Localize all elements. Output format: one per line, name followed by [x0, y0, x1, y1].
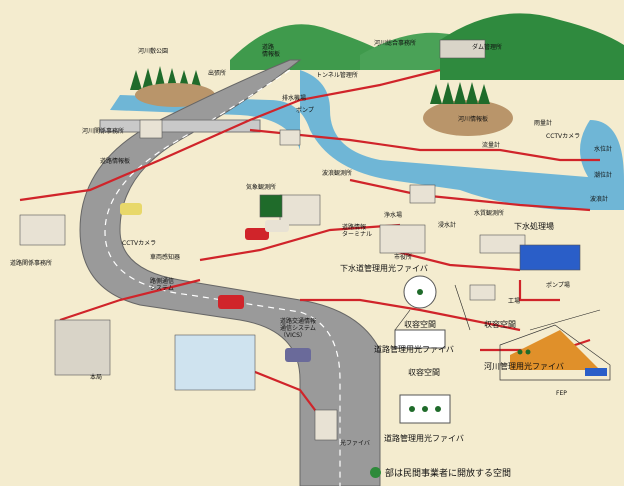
- vehicles: [120, 203, 311, 362]
- label-optical-fiber: 光ファイバ: [340, 440, 370, 447]
- label-vics: 道路交通情報 通信システム （VICS）: [280, 318, 317, 339]
- label-road-office: 道路関係事務所: [10, 260, 53, 267]
- legend-green-dot-icon: [370, 467, 381, 478]
- label-comms-system: 路側通信 システム: [150, 278, 175, 292]
- label-drain-gate: 排水機場: [282, 95, 307, 102]
- label-fep: FEP: [556, 390, 567, 397]
- label-honkyoku: 本局: [90, 374, 103, 381]
- label-wave-obs: 波浪観測所: [322, 170, 353, 177]
- sea: [580, 120, 624, 180]
- label-factory: 工場: [508, 298, 521, 305]
- label-road-info-terminal: 道路情報 ターミナル: [342, 224, 373, 238]
- island-left: [135, 83, 215, 107]
- label-storage-mid: 収容空間: [408, 368, 440, 377]
- label-water-quality: 水質観測所: [474, 210, 505, 217]
- main-road: [79, 59, 381, 486]
- buildings: [19, 39, 581, 441]
- label-weather-obs: 気象観測所: [246, 184, 277, 191]
- label-road-fiber-top: 道路管理用光ファイバ: [374, 345, 454, 354]
- legend: 部は民間事業者に開放する空間: [370, 466, 511, 479]
- label-wave-meter: 波浪計: [590, 196, 609, 203]
- legend-text: 部は民間事業者に開放する空間: [385, 469, 512, 479]
- mountain-right: [440, 13, 624, 81]
- label-storage-left: 収容空間: [404, 320, 436, 329]
- label-river-office2: 河川関係事務所: [82, 128, 125, 135]
- storage-box-left: [394, 329, 446, 349]
- label-river-office: 河川総合事務所: [374, 40, 417, 47]
- label-dam-office: ダム管理所: [472, 44, 503, 51]
- label-road-info-board: 道路 情報板: [262, 44, 281, 58]
- label-vehicle-detector: 車両感知器: [150, 254, 181, 261]
- forest-right: [430, 82, 490, 104]
- label-tunnel-office: トンネル管理所: [316, 72, 358, 79]
- road-centerline: [104, 69, 341, 486]
- label-road-fiber-bottom: 道路管理用光ファイバ: [384, 434, 464, 443]
- label-river-info-board: 河川情報板: [458, 116, 489, 123]
- mountain-left: [230, 24, 380, 70]
- island-right: [423, 100, 513, 136]
- label-storage-right: 収容空間: [484, 320, 516, 329]
- label-road-info-board2: 道路情報板: [100, 158, 131, 165]
- label-city-hall: 市役所: [394, 254, 413, 261]
- label-pump-station: ポンプ場: [546, 282, 570, 289]
- label-tide-meter: 潮位計: [594, 172, 613, 179]
- label-flood-meter: 浸水計: [438, 222, 457, 229]
- label-cctv-camera-right: CCTVカメラ: [546, 133, 581, 140]
- label-sewage-plant: 下水処理場: [514, 222, 554, 231]
- label-sewer-fiber: 下水道管理用光ファイバ: [340, 264, 428, 273]
- earth-section: [510, 330, 600, 370]
- label-water-station: 浄水場: [384, 212, 403, 219]
- label-water-level: 水位計: [594, 146, 613, 153]
- label-river-fiber: 河川管理用光ファイバ: [484, 362, 564, 371]
- label-river-park: 河川敷公園: [138, 48, 169, 55]
- label-cctv-camera-left: CCTVカメラ: [122, 240, 157, 247]
- river: [110, 70, 624, 210]
- label-water-meter: 流量計: [482, 142, 501, 149]
- label-outpost: 出張所: [208, 70, 227, 77]
- label-pump: ポンプ: [296, 107, 314, 114]
- label-rain-meter: 雨量計: [534, 120, 553, 127]
